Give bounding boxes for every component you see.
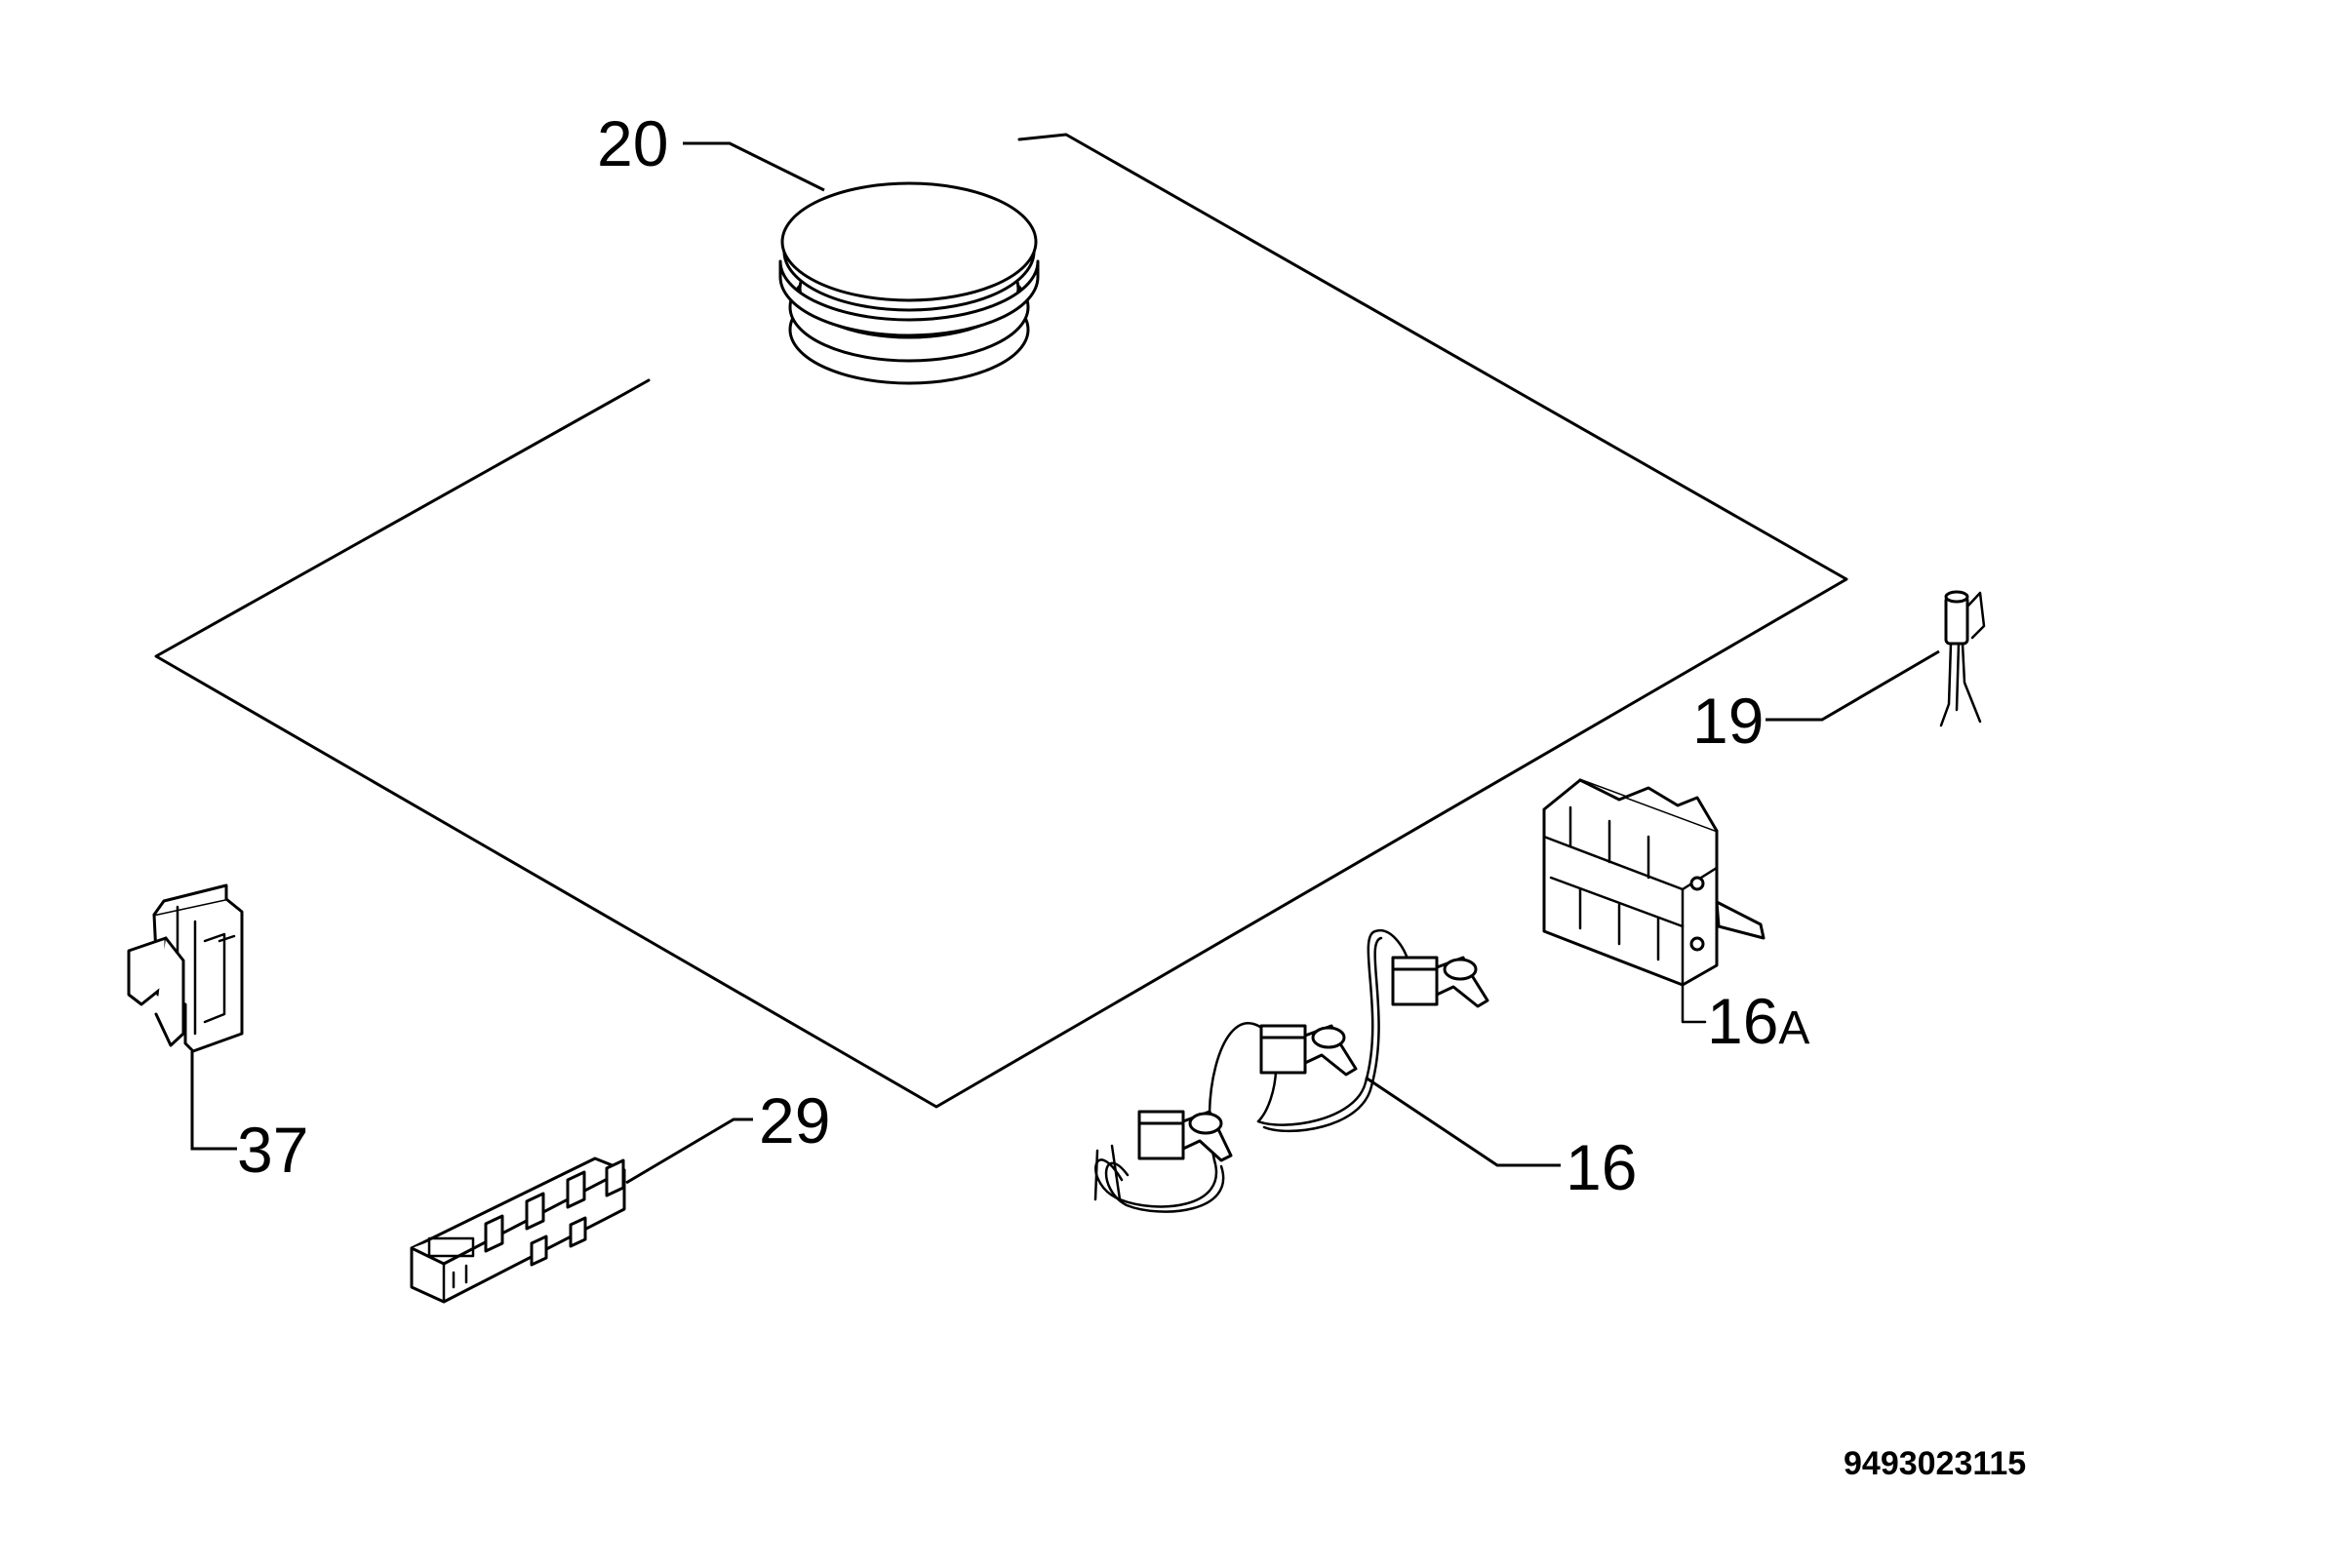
label-16a: 16A [1707,985,1809,1057]
electrode-part-19 [1939,590,1986,727]
leader-19 [1766,649,1940,722]
cable-set-part-16 [1093,929,1489,1213]
bracket-clip-part-37 [127,883,244,1151]
label-37: 37 [237,1114,308,1186]
leader-29 [625,1117,753,1185]
ignition-generator-part-29 [410,1156,626,1304]
hob-plate [154,133,1848,1109]
leader-16 [1365,1076,1561,1167]
label-20: 20 [597,107,668,179]
label-16: 16 [1566,1131,1637,1203]
label-16a-number: 16 [1707,985,1778,1057]
leader-20 [683,141,825,192]
label-19: 19 [1692,685,1764,757]
burner-cap-part-20 [778,181,1040,385]
label-29: 29 [759,1084,830,1156]
gas-tap-part-16a [1542,778,1766,1024]
document-number: 9493023115 [1844,1445,2026,1482]
label-16a-suffix: A [1778,1002,1809,1054]
